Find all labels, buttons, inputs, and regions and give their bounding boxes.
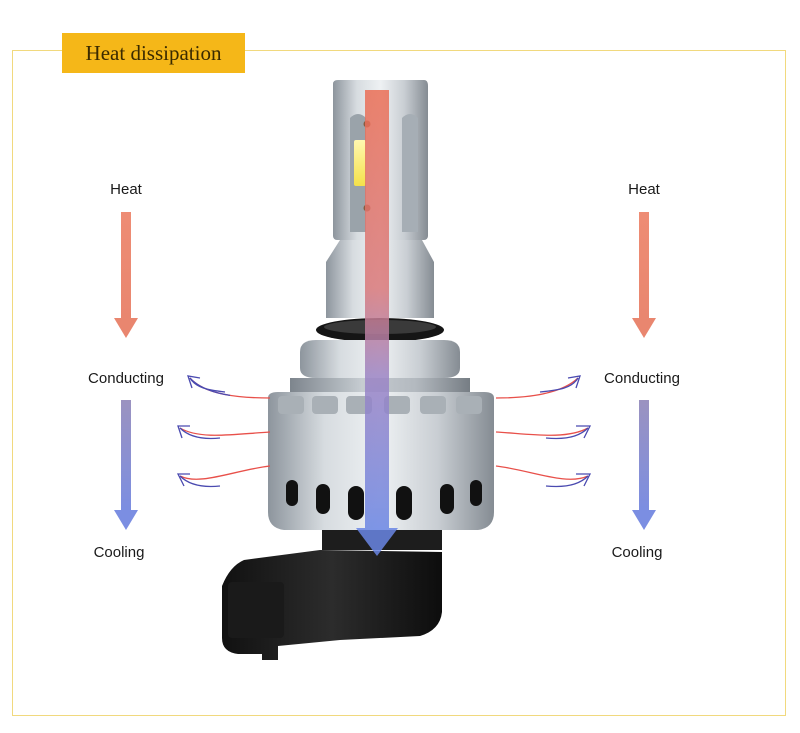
right-cooling-arrow	[632, 400, 656, 530]
led-bulb-icon	[222, 80, 494, 660]
right-heat-arrow	[632, 212, 656, 338]
right-conducting-label: Conducting	[604, 370, 680, 387]
left-cooling-label: Cooling	[93, 544, 145, 561]
right-cooling-label: Cooling	[611, 544, 663, 561]
page-title: Heat dissipation	[62, 33, 245, 73]
left-conducting-label: Conducting	[88, 370, 164, 387]
right-airflow-curves	[495, 375, 592, 488]
central-heat-flow-arrow	[356, 90, 398, 556]
left-heat-arrow	[114, 212, 138, 338]
right-heat-label: Heat	[628, 181, 660, 198]
left-airflow-curves	[176, 375, 271, 488]
diagram-frame	[12, 50, 786, 716]
left-heat-label: Heat	[110, 181, 142, 198]
left-cooling-arrow	[114, 400, 138, 530]
